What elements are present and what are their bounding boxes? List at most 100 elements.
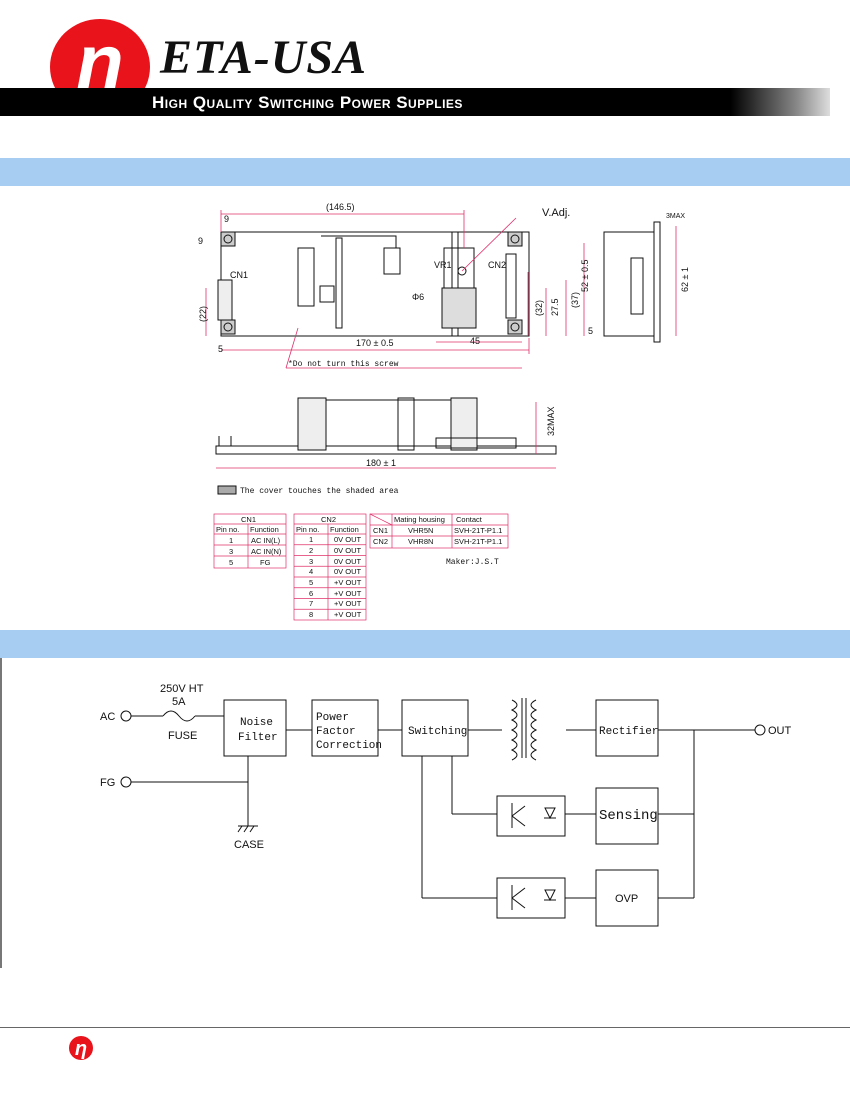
vr1-label: VR1 xyxy=(434,260,452,270)
footer-rule xyxy=(0,1027,850,1028)
switching-block xyxy=(401,699,469,757)
fg-terminal xyxy=(120,776,132,788)
pfc-label-2: Factor xyxy=(316,726,356,738)
cn2-cell: 0V OUT xyxy=(334,557,362,566)
frame-line xyxy=(0,658,2,968)
cn2-cell: 8 xyxy=(309,610,313,619)
cn1-label: CN1 xyxy=(230,270,248,280)
ovp-label: OVP xyxy=(615,893,638,905)
cn1-cell: AC IN(L) xyxy=(251,536,281,545)
noise-filter-block xyxy=(223,699,287,757)
cn2-cell: +V OUT xyxy=(334,578,362,587)
brand-name: ETA-USA xyxy=(160,31,368,84)
cn2-header-pin: Pin no. xyxy=(296,525,319,534)
dim-146: (146.5) xyxy=(326,202,355,212)
cn2-header-function: Function xyxy=(330,525,359,534)
maker-note: Maker:J.S.T xyxy=(446,558,499,567)
dim-37: (37) xyxy=(570,292,580,308)
led-icon xyxy=(544,889,556,902)
section-bar-outline xyxy=(0,158,850,186)
dim-62: 62 ± 1 xyxy=(680,267,690,292)
case-label: CASE xyxy=(234,839,264,851)
mechanical-drawing: (146.5) 9 9 (22) 5 170 ± 0.5 45 Φ6 (32) … xyxy=(198,202,690,621)
cn1-cell: 5 xyxy=(229,558,233,567)
tagline-bar xyxy=(0,88,830,116)
screw-note: *Do not turn this screw xyxy=(288,360,399,369)
fg-label: FG xyxy=(100,777,115,789)
cn1-table-title: CN1 xyxy=(241,515,256,524)
ac-label: AC xyxy=(100,711,115,723)
section-bar-block-diagram xyxy=(0,630,850,658)
cover-note: The cover touches the shaded area xyxy=(240,487,399,496)
cn2-cell: 2 xyxy=(309,546,313,555)
cn1-table: CN1 Pin no. Function 1 AC IN(L) 3 AC IN(… xyxy=(213,513,287,569)
dim-22: (22) xyxy=(198,306,208,322)
dim-3max: 3MAX xyxy=(666,213,685,220)
rectifier-label: Rectifier xyxy=(599,726,658,738)
noise-filter-label-2: Filter xyxy=(238,732,278,744)
footer-logo: η xyxy=(69,1036,93,1060)
fuse-rating-2: 5A xyxy=(172,696,186,708)
mating-cell: VHR8N xyxy=(408,537,433,546)
dim-32: (32) xyxy=(534,300,544,316)
tagline: High Quality Switching Power Supplies xyxy=(152,93,463,112)
cn2-cell: 0V OUT xyxy=(334,567,362,576)
mating-table: Mating housing Contact CN1 VHR5N SVH-21T… xyxy=(369,513,509,549)
out-terminal xyxy=(754,724,766,736)
mating-cell: VHR5N xyxy=(408,526,433,535)
fuse-symbol xyxy=(162,710,196,722)
dim-5a: 5 xyxy=(218,344,223,354)
sensing-label: Sensing xyxy=(599,808,658,824)
switching-label: Switching xyxy=(408,726,467,738)
block-diagram: AC FG 250V HT 5A FUSE CASE Noise Filter … xyxy=(100,683,792,927)
pfc-block xyxy=(311,699,379,757)
mating-cell: SVH-21T-P1.1 xyxy=(454,526,502,535)
chassis-side-view xyxy=(215,445,557,455)
optocoupler-sensing xyxy=(496,795,566,837)
cn2-cell: 6 xyxy=(309,589,313,598)
noise-filter-label-1: Noise xyxy=(240,717,273,729)
mating-header: Mating housing xyxy=(394,515,445,524)
cn2-cell: +V OUT xyxy=(334,589,362,598)
cn2-cell: 1 xyxy=(309,535,313,544)
cn1-cell: FG xyxy=(260,558,271,567)
dim-phi6: Φ6 xyxy=(412,292,424,302)
transformer-primary xyxy=(510,699,518,761)
cn2-cell: 7 xyxy=(309,599,313,608)
led-icon xyxy=(544,807,556,820)
dim-180: 180 ± 1 xyxy=(366,458,396,468)
cn2-cell: 0V OUT xyxy=(334,535,362,544)
dim-45: 45 xyxy=(470,336,480,346)
cn2-cell: 4 xyxy=(309,567,313,576)
mating-cell: CN2 xyxy=(373,537,388,546)
ac-terminal xyxy=(120,710,132,722)
footer-logo-glyph: η xyxy=(75,1038,87,1060)
cn1-cell: AC IN(N) xyxy=(251,547,282,556)
dim-9a: 9 xyxy=(224,214,229,224)
mating-cell: CN1 xyxy=(373,526,388,535)
dim-170: 170 ± 0.5 xyxy=(356,338,393,348)
dim-32max: 32MAX xyxy=(546,406,556,436)
dim-52: 52 ± 0.5 xyxy=(580,260,590,292)
fuse-rating-1: 250V HT xyxy=(160,683,204,695)
cn2-cell: 0V OUT xyxy=(334,546,362,555)
optocoupler-ovp xyxy=(496,877,566,919)
chassis-top-view xyxy=(220,231,530,337)
cn2-cell: 5 xyxy=(309,578,313,587)
cn1-cell: 1 xyxy=(229,536,233,545)
mating-header: Contact xyxy=(456,515,483,524)
v-adj-label: V.Adj. xyxy=(542,207,570,219)
chassis-end-view xyxy=(603,231,655,337)
cn2-cell: +V OUT xyxy=(334,610,362,619)
cn2-cell: +V OUT xyxy=(334,599,362,608)
transformer-secondary xyxy=(530,699,538,761)
mating-cell: SVH-21T-P1.1 xyxy=(454,537,502,546)
pfc-label-3: Correction xyxy=(316,740,382,752)
out-label: OUT xyxy=(768,725,792,737)
cn1-header-pin: Pin no. xyxy=(216,525,239,534)
cn2-label: CN2 xyxy=(488,260,506,270)
cn2-table-title: CN2 xyxy=(321,515,336,524)
dim-5b: 5 xyxy=(588,326,593,336)
sensing-block xyxy=(595,787,659,845)
cn1-header-function: Function xyxy=(250,525,279,534)
